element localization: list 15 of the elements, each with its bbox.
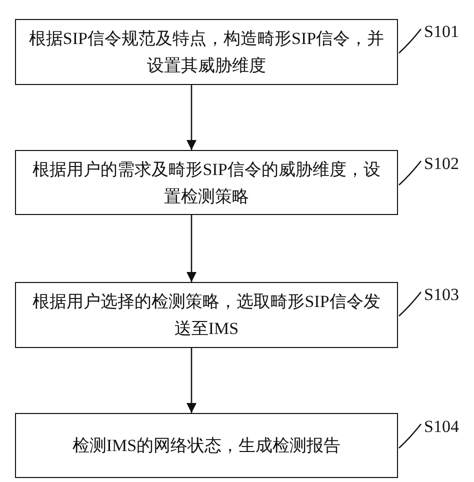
arrow bbox=[186, 348, 196, 413]
process-box: 检测IMS的网络状态，生成检测报告 bbox=[15, 413, 398, 478]
process-box: 根据用户选择的检测策略，选取畸形SIP信令发送至IMS bbox=[15, 282, 398, 348]
process-box: 根据用户的需求及畸形SIP信令的威胁维度，设置检测策略 bbox=[15, 150, 398, 215]
step-label: S102 bbox=[424, 155, 459, 173]
arrow bbox=[186, 85, 196, 150]
step-label: S103 bbox=[424, 286, 459, 304]
process-box: 根据SIP信令规范及特点，构造畸形SIP信令，并设置其威胁维度 bbox=[15, 19, 398, 85]
leader-line bbox=[398, 292, 422, 316]
step-label: S101 bbox=[424, 23, 459, 41]
step-label: S104 bbox=[424, 418, 459, 436]
leader-line bbox=[398, 424, 422, 448]
arrow bbox=[186, 215, 196, 282]
leader-line bbox=[398, 160, 422, 186]
leader-line bbox=[398, 28, 422, 54]
